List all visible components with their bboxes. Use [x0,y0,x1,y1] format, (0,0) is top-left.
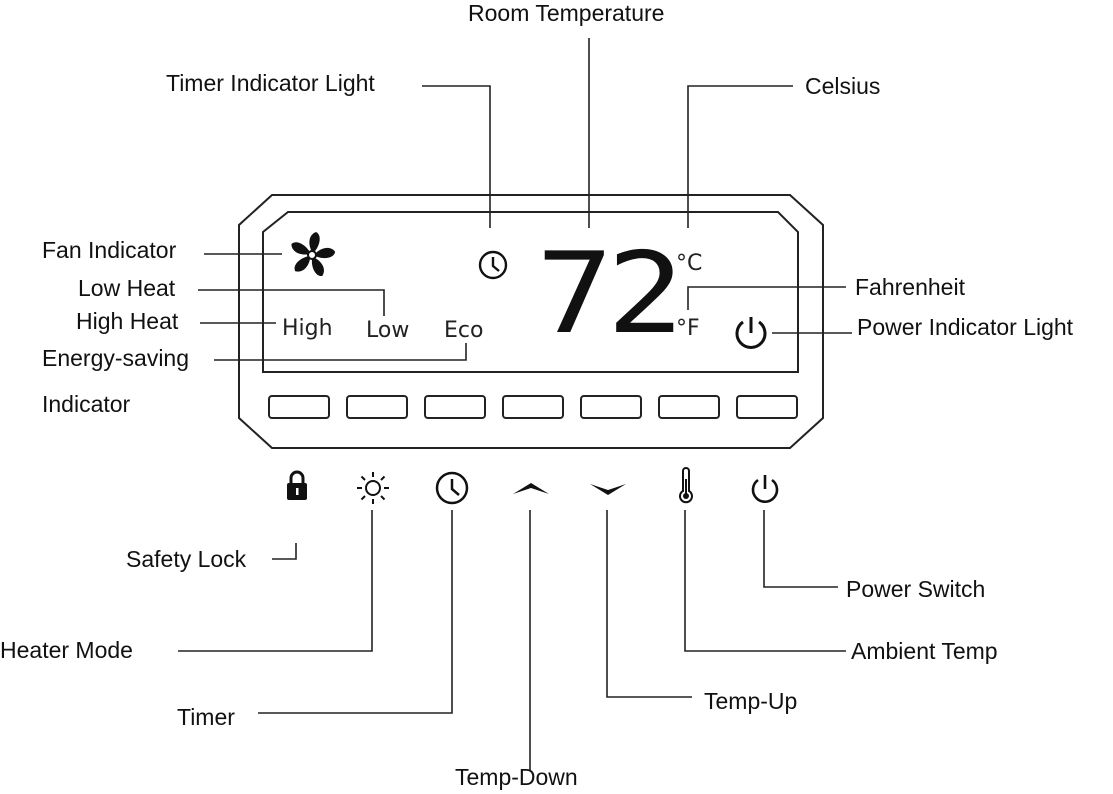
label-power-indicator-light: Power Indicator Light [857,314,1074,340]
fahrenheit-indicator: °F [676,316,700,341]
label-heater-mode: Heater Mode [0,637,133,663]
chevron-up-icon [513,483,549,494]
panel-button-power[interactable] [736,395,798,419]
label-low-heat: Low Heat [78,275,176,301]
room-temperature-readout: 72 [536,229,684,359]
power-icon [751,475,779,503]
lcd-outline [262,211,799,373]
label-timer-indicator-light: Timer Indicator Light [166,70,375,96]
panel-button-ambient-temp[interactable] [658,395,720,419]
celsius-indicator: °C [676,251,703,276]
label-energy-saving-indicator: Indicator [42,391,131,417]
panel-button-lock[interactable] [268,395,330,419]
sun-icon [357,472,389,504]
panel-button-heater-mode[interactable] [346,395,408,419]
label-celsius: Celsius [805,73,881,99]
thermometer-icon [679,467,693,504]
panel-button-temp-up[interactable] [580,395,642,419]
chevron-down-icon [590,484,626,495]
label-temp-up: Temp-Up [704,688,798,714]
label-temp-down: Temp-Down [455,764,578,790]
panel-button-temp-down[interactable] [502,395,564,419]
high-heat-indicator: High [282,316,333,341]
timer-indicator-clock-icon [478,250,508,280]
label-safety-lock: Safety Lock [126,546,247,572]
power-indicator-icon [735,317,767,349]
label-power-switch: Power Switch [846,576,986,602]
lock-icon [287,470,307,500]
fan-icon [291,232,336,276]
label-fan-indicator: Fan Indicator [42,237,177,263]
label-energy-saving: Energy-saving [42,345,190,371]
label-fahrenheit: Fahrenheit [855,274,965,300]
label-room-temperature: Room Temperature [468,0,665,26]
panel-button-timer[interactable] [424,395,486,419]
low-heat-indicator: Low [366,318,410,343]
label-timer: Timer [177,704,235,730]
label-high-heat: High Heat [76,308,179,334]
clock-icon [435,471,469,505]
eco-indicator: Eco [444,318,484,343]
label-ambient-temp: Ambient Temp [851,638,998,664]
